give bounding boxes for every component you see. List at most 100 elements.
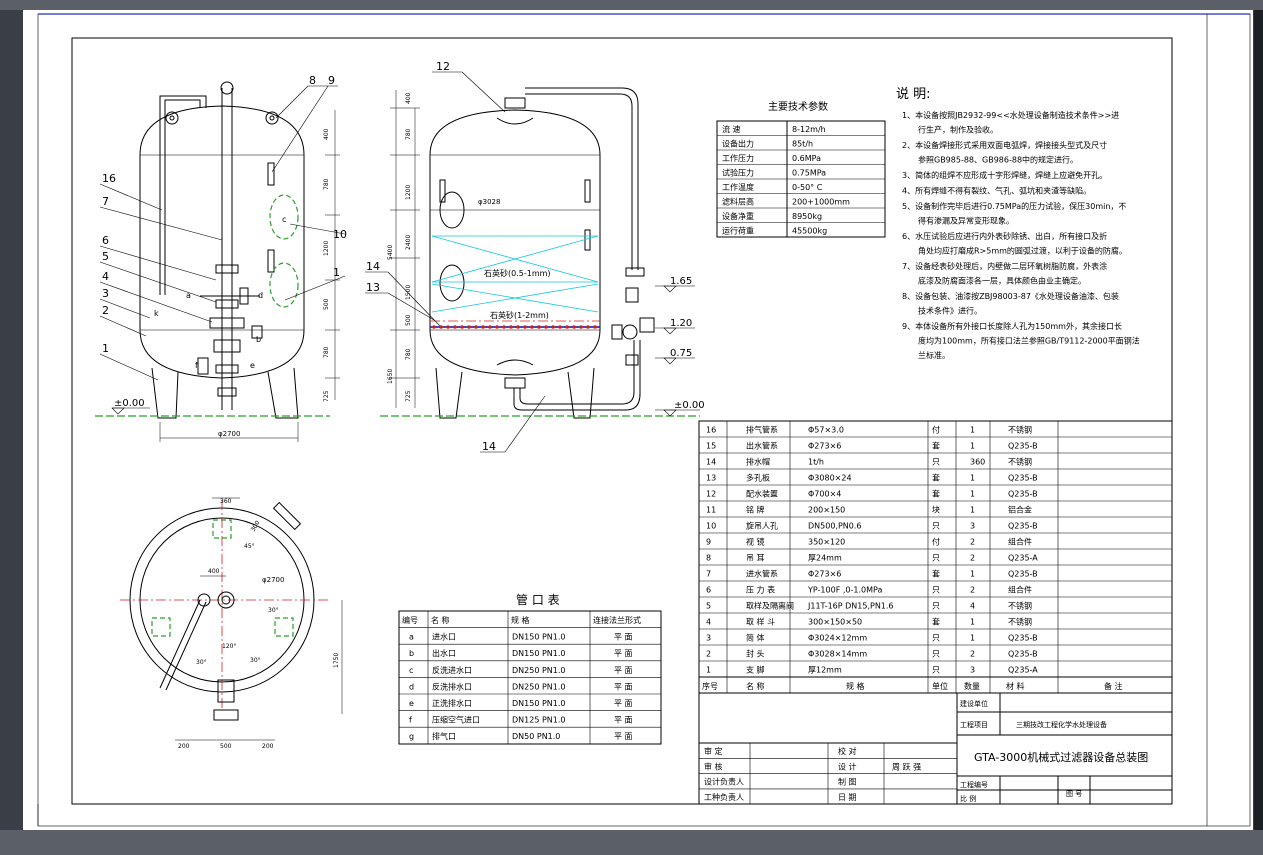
nozzle-header: 名 称 — [431, 615, 450, 625]
letter-b: b — [256, 335, 261, 344]
parts-cell: 视 镜 — [746, 537, 765, 547]
note-line: 2、本设备焊接形式采用双面电弧焊，焊接接头型式及尺寸 — [902, 140, 1107, 150]
callout-2: 2 — [102, 304, 109, 317]
dim-mid-9: 725 — [405, 390, 412, 402]
parts-cell: Φ3024×12mm — [808, 634, 867, 643]
nozzle-cap — [523, 325, 527, 329]
note-line: 行生产，制作及验收。 — [918, 125, 998, 135]
dim-mid-4: 1500 — [405, 285, 412, 300]
tech-row-value: 8-12m/h — [792, 125, 826, 134]
nozzle-cap — [516, 325, 520, 329]
note-line: 参照GB985-88、GB986-88中的规定进行。 — [918, 155, 1078, 165]
plan-dim-360: 360 — [220, 498, 232, 505]
note-line: 度均为100mm，所有接口法兰参照GB/T9112-2000平面钢法 — [918, 336, 1140, 346]
parts-cell: 套 — [932, 569, 940, 579]
callout-12: 12 — [436, 60, 450, 73]
project-label: 工程项目 — [960, 720, 988, 729]
nozzle-cap — [579, 325, 583, 329]
parts-cell: 只 — [932, 666, 940, 675]
tech-row-name: 设备出力 — [722, 139, 754, 149]
callout-5: 5 — [102, 250, 109, 263]
nozzle-cell: b — [409, 649, 414, 658]
tech-row-name: 工作温度 — [722, 182, 754, 192]
nozzle-cell: DN125 PN1.0 — [512, 716, 566, 725]
parts-cell: 排水帽 — [746, 457, 770, 467]
top-window-bar — [0, 0, 1263, 10]
signoff-cell: 工种负责人 — [704, 792, 744, 802]
vessel-diameter-label: φ3028 — [478, 198, 500, 206]
nozzle-cell: 平 面 — [614, 732, 633, 741]
builder-label: 建设单位 — [960, 699, 988, 708]
media-label-fine: 石英砂(0.5-1mm) — [484, 268, 551, 278]
callout-9: 9 — [328, 74, 335, 87]
letter-k: k — [154, 309, 159, 318]
parts-cell: 不锈钢 — [1008, 425, 1032, 435]
parts-cell: 1 — [970, 426, 975, 435]
parts-cell: Φ273×6 — [808, 442, 841, 451]
signoff-cell: 制 图 — [838, 777, 857, 787]
parts-cell: 块 — [932, 505, 940, 515]
parts-cell: 2 — [970, 650, 975, 659]
note-line: 6、水压试验后应进行内外表砂除锈、出白，所有接口及折 — [902, 231, 1107, 241]
outer-border — [37, 13, 1251, 827]
letter-c: c — [282, 215, 286, 224]
parts-cell: 不锈钢 — [1008, 617, 1032, 627]
base-width-label: φ2700 — [218, 430, 240, 438]
parts-cell: 吊 耳 — [746, 554, 765, 563]
parts-cell: 7 — [706, 570, 711, 579]
nozzle-cap — [481, 325, 485, 329]
parts-cell: 2 — [706, 650, 711, 659]
nozzle-cap — [439, 325, 443, 329]
callout-1: 1 — [102, 342, 109, 355]
note-line: 7、设备经表砂处理后，内壁做二层环氧树脂防腐，外表涂 — [902, 261, 1107, 271]
parts-cell: 1 — [970, 570, 975, 579]
project-value: 三期技改工程化学水处理设备 — [1016, 720, 1107, 729]
nozzle-cell: 平 面 — [614, 716, 633, 725]
parts-cell: 出水管系 — [746, 441, 778, 451]
notes-section: 说 明: 1、本设备按照JB2932-99<<水处理设备制造技术条件>>进行生产… — [896, 87, 1140, 360]
right-scrollbar[interactable] — [1254, 10, 1263, 830]
callout-1b: 1 — [333, 266, 340, 279]
callout-13: 13 — [366, 281, 380, 294]
plan-view: 360 300 400 φ2700 45° 30° 30° 30° 120° 1… — [120, 497, 343, 750]
callout-14-top: 14 — [366, 260, 380, 273]
parts-cell: 4 — [706, 618, 711, 627]
dim-mid-2: 1200 — [405, 185, 412, 200]
parts-cell: 1 — [970, 490, 975, 499]
parts-cell: 2 — [970, 554, 975, 563]
parts-cell: 付 — [932, 537, 940, 547]
dim-mid-5: 5400 — [387, 245, 394, 260]
scale-label: 比 例 — [960, 794, 976, 803]
tech-row-value: 45500kg — [792, 227, 827, 236]
parts-cell: DN500,PN0.6 — [808, 522, 862, 531]
signoff-cell: 审 核 — [704, 761, 723, 771]
parts-cell: Q235-B — [1008, 634, 1038, 643]
parts-cell: J11T-16P DN15,PN1.6 — [807, 602, 894, 611]
callout-3: 3 — [102, 287, 109, 300]
drawing-no-label: 图 号 — [1066, 790, 1082, 798]
nozzle-cap — [544, 325, 548, 329]
nozzle-cell: 排气口 — [432, 731, 456, 741]
parts-cell: 14 — [706, 458, 716, 467]
parts-cell: 360 — [970, 458, 985, 467]
parts-header-cell: 数量 — [964, 681, 980, 691]
tech-title: 主要技术参数 — [768, 100, 828, 113]
nozzle-cap — [446, 325, 450, 329]
parts-cell: 只 — [932, 522, 940, 531]
main-drawing-title: GTA-3000机械式过滤器设备总装图 — [974, 750, 1148, 764]
nozzle-cell: f — [409, 716, 412, 725]
bottom-status-bar — [0, 830, 1263, 855]
parts-cell: 取 样 斗 — [746, 617, 775, 627]
parts-cell: 1 — [970, 442, 975, 451]
tech-row-name: 试验压力 — [722, 168, 754, 178]
letter-e: e — [250, 361, 255, 370]
nozzle-cap — [432, 325, 436, 329]
nozzle-title: 管 口 表 — [516, 592, 560, 607]
parts-cell: Q235-A — [1008, 554, 1038, 563]
parts-cell: 6 — [706, 586, 711, 595]
tech-row-name: 流 速 — [722, 124, 741, 134]
